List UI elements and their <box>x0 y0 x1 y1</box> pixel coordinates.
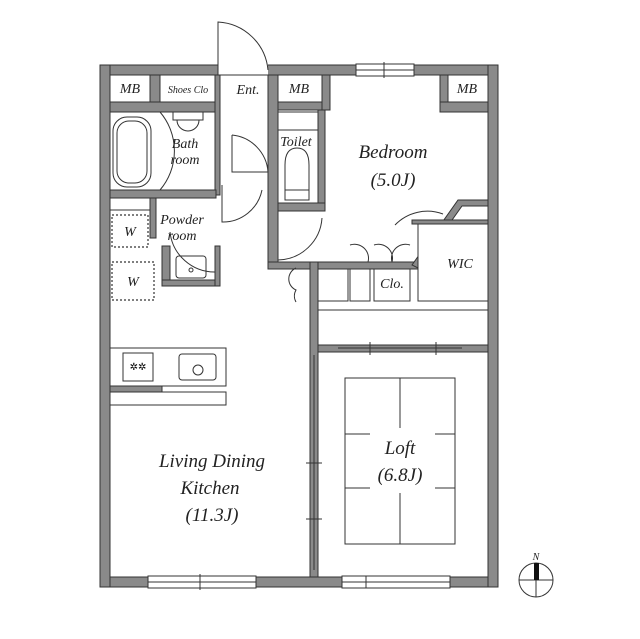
label-loft: Loft <box>384 438 416 459</box>
label-washer-2: W <box>127 275 140 290</box>
label-ldk-2: Kitchen <box>179 478 239 499</box>
label-shoes-closet: Shoes Clo <box>168 85 208 96</box>
label-bathroom-1: Bath <box>172 137 198 152</box>
north-arrow-icon: N <box>518 552 554 598</box>
label-powder-2: room <box>167 229 196 244</box>
label-ldk-1: Living Dining <box>158 451 265 472</box>
label-mb-right: MB <box>456 82 478 97</box>
label-mb-center: MB <box>288 82 310 97</box>
label-closet: Clo. <box>380 277 404 292</box>
fixtures: ✲✲ <box>109 74 489 570</box>
label-wic: WIC <box>447 257 473 272</box>
label-toilet: Toilet <box>280 135 312 150</box>
label-washer-1: W <box>124 225 137 240</box>
openings <box>147 21 451 590</box>
label-mb-left: MB <box>119 82 141 97</box>
label-ldk-size: (11.3J) <box>186 505 239 526</box>
label-entrance: Ent. <box>236 83 260 98</box>
label-loft-size: (6.8J) <box>378 465 423 486</box>
label-bathroom-2: room <box>170 153 199 168</box>
label-powder-1: Powder <box>159 213 204 228</box>
stove-icon: ✲✲ <box>130 362 147 373</box>
room-labels: MB Shoes Clo Ent. MB MB Bath room Toilet… <box>119 82 478 526</box>
compass-label: N <box>532 552 541 563</box>
label-bedroom: Bedroom <box>359 142 428 163</box>
label-bedroom-size: (5.0J) <box>371 170 416 191</box>
